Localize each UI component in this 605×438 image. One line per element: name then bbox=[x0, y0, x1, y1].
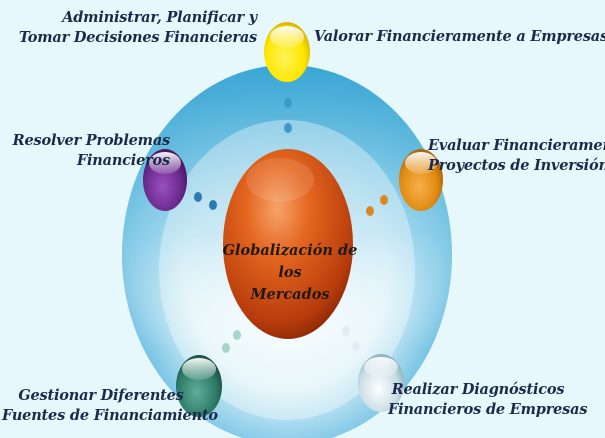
connector-dots-left bbox=[194, 192, 217, 210]
node-bottom-right-label: Realizar Diagnósticos Financieros de Emp… bbox=[388, 380, 588, 420]
center-label-line1: Globalización de los bbox=[222, 242, 358, 281]
node-bottom-left-sphere bbox=[176, 355, 222, 417]
connector-dots-top bbox=[284, 98, 292, 133]
connector-dots-bottom-right bbox=[342, 326, 360, 351]
node-right-label: Evaluar Financieramente Proyectos de Inv… bbox=[428, 136, 605, 176]
node-right-sphere bbox=[399, 149, 443, 211]
node-top-label-left: Administrar, Planificar y Tomar Decision… bbox=[19, 8, 257, 48]
connector-dots-bottom-left bbox=[222, 330, 241, 353]
node-top-label-left-line2: Tomar Decisiones Financieras bbox=[18, 29, 257, 46]
node-left-label-line2: Financieros bbox=[76, 152, 170, 169]
node-bottom-left-label-line2: Fuentes de Financiamiento bbox=[2, 407, 218, 424]
node-bottom-left-label: Gestionar Diferentes Fuentes de Financia… bbox=[2, 386, 218, 426]
node-left-sphere bbox=[143, 149, 187, 211]
center-sphere-highlight bbox=[246, 158, 314, 202]
node-bottom-right-label-line1: Realizar Diagnósticos bbox=[391, 381, 565, 398]
node-left-label-line1: Resolver Problemas bbox=[12, 132, 171, 149]
connector-dots-right bbox=[366, 195, 388, 216]
node-bottom-left-label-line1: Gestionar Diferentes bbox=[18, 387, 184, 404]
node-left-label: Resolver Problemas Financieros bbox=[12, 131, 171, 171]
node-right-label-line1: Evaluar Financieramente bbox=[428, 137, 605, 154]
node-top-label-right: Valorar Financieramente a Empresas bbox=[314, 28, 605, 45]
node-bottom-right-sphere bbox=[358, 354, 404, 412]
center-label-line2: Mercados bbox=[250, 286, 330, 303]
node-top-sphere bbox=[264, 22, 310, 82]
center-sphere bbox=[223, 149, 353, 339]
center-label: Globalización de los Mercados bbox=[210, 240, 370, 306]
node-bottom-right-label-line2: Financieros de Empresas bbox=[388, 401, 588, 418]
node-top-label-left-line1: Administrar, Planificar y bbox=[62, 9, 257, 26]
node-right-label-line2: Proyectos de Inversión bbox=[428, 157, 605, 174]
